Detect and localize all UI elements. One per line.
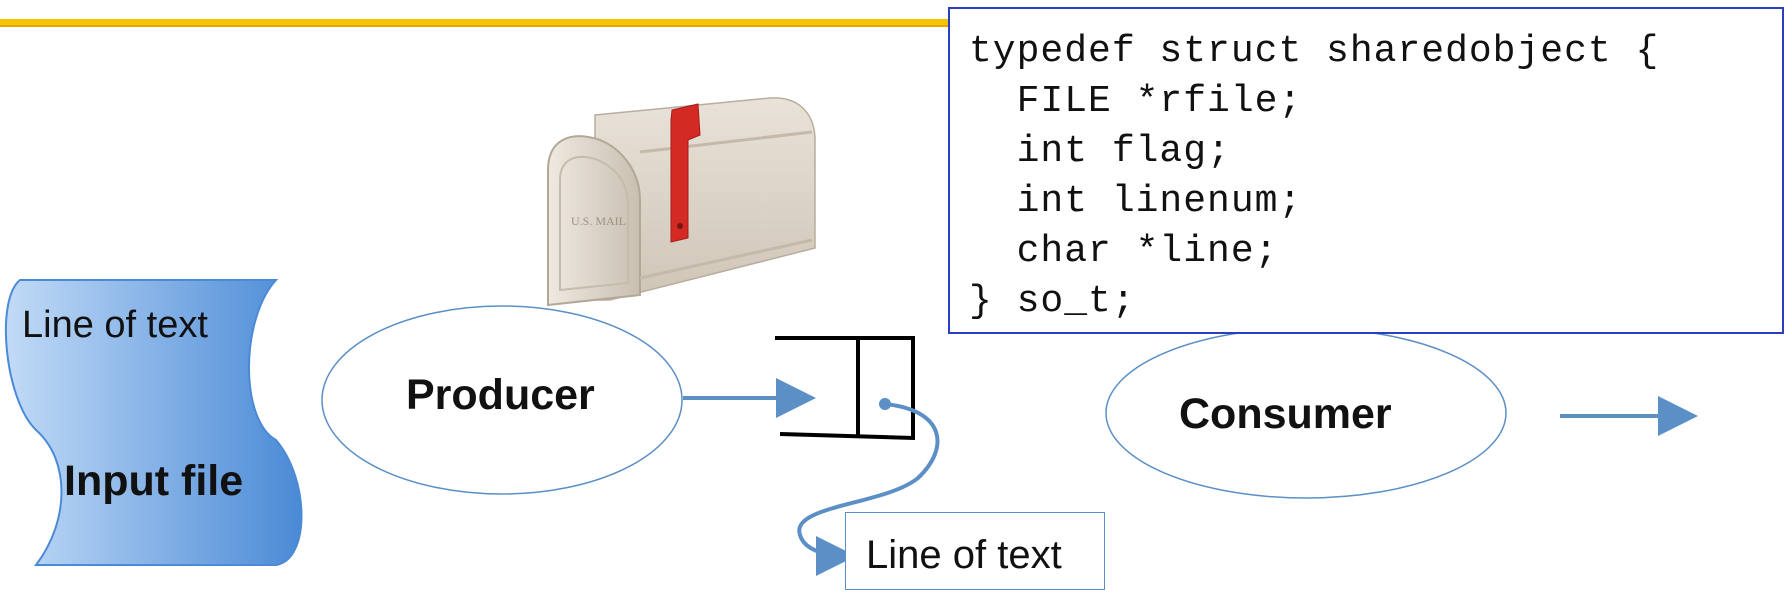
consumer-label: Consumer [1179,390,1392,438]
header-rule [0,19,948,27]
code-line: } so_t; [969,280,1136,323]
line-of-text-note: Line of text [845,512,1105,590]
code-line: FILE *rfile; [969,80,1303,123]
mailbox-icon: U.S. MAIL [547,97,816,307]
note-label: Line of text [866,533,1062,577]
mailbox-text: U.S. MAIL [571,214,626,228]
code-line: typedef struct sharedobject { [969,30,1660,73]
input-line-label: Line of text [22,304,208,346]
code-text: typedef struct sharedobject { FILE *rfil… [969,27,1659,327]
code-line: int flag; [969,130,1231,173]
producer-label: Producer [406,371,595,419]
code-line: int linenum; [969,180,1303,223]
buffer-slot [775,336,915,441]
input-file-shape [4,279,303,566]
producer-node [321,305,683,495]
pointer-arrow [797,398,940,576]
code-line: char *line; [969,230,1279,273]
mailbox-flag-icon [670,103,701,243]
input-file-title: Input file [64,457,244,505]
code-box: typedef struct sharedobject { FILE *rfil… [948,7,1784,334]
